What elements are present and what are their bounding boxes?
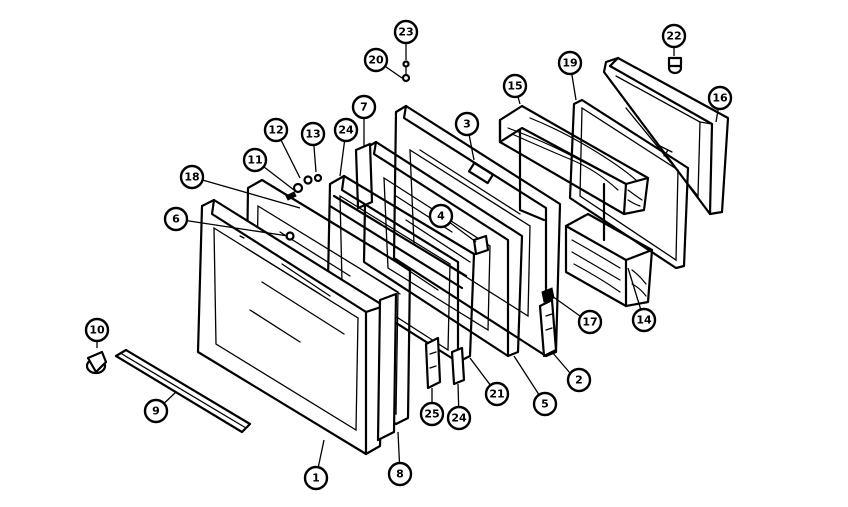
callout-14-label: 14 — [636, 314, 652, 327]
callout-7-label: 7 — [360, 101, 368, 114]
callout-21-label: 21 — [489, 388, 504, 401]
part-1-outer-door — [196, 198, 386, 456]
part-10-end-cap — [85, 350, 108, 375]
callout-23: 23 — [393, 19, 419, 45]
callout-24-lower: 24 — [446, 405, 472, 431]
callout-21: 21 — [484, 381, 510, 407]
callout-13-label: 13 — [305, 128, 320, 141]
part-15-insulation-top — [498, 104, 650, 242]
callout-6-label: 6 — [172, 213, 180, 226]
part-5-inner-panel — [362, 140, 524, 358]
callout-18-label: 18 — [184, 171, 199, 184]
callout-22: 22 — [661, 23, 687, 49]
callout-8: 8 — [387, 461, 413, 487]
callout-20: 20 — [363, 47, 389, 73]
callout-6: 6 — [163, 206, 189, 232]
callout-25-label: 25 — [424, 408, 439, 421]
callout-18: 18 — [179, 164, 205, 190]
callout-17: 17 — [577, 309, 603, 335]
callout-1-label: 1 — [312, 472, 320, 485]
callout-11-label: 11 — [247, 154, 262, 167]
callout-16: 16 — [707, 85, 733, 111]
callout-17-label: 17 — [582, 316, 597, 329]
callout-15: 15 — [502, 73, 528, 99]
callout-25: 25 — [419, 401, 445, 427]
callout-11: 11 — [242, 147, 268, 173]
callout-1: 1 — [303, 465, 329, 491]
callout-15-label: 15 — [507, 80, 522, 93]
callout-12-label: 12 — [268, 124, 283, 137]
callout-19-label: 19 — [562, 57, 577, 70]
callout-19: 19 — [557, 50, 583, 76]
callout-4: 4 — [428, 203, 454, 229]
callout-9: 9 — [143, 398, 169, 424]
screws-11-12-13 — [285, 173, 323, 201]
callout-5-label: 5 — [541, 398, 549, 411]
callout-7: 7 — [351, 94, 377, 120]
callout-14: 14 — [631, 307, 657, 333]
callout-13: 13 — [300, 121, 326, 147]
part-14-insulation-bottom — [564, 212, 654, 308]
callout-3-label: 3 — [463, 118, 471, 131]
part-3-inner-liner — [392, 104, 562, 358]
callout-23-label: 23 — [398, 26, 413, 39]
part-2-hinge — [538, 298, 558, 358]
part-25-lower-bracket — [424, 336, 442, 390]
part-9-handle-bar — [114, 348, 252, 434]
callout-12: 12 — [263, 117, 289, 143]
callout-2-label: 2 — [575, 374, 583, 387]
callout-4-label: 4 — [437, 210, 445, 223]
part-16-rear-frame — [602, 56, 730, 216]
callout-3: 3 — [454, 111, 480, 137]
callout-24-upper-label: 24 — [338, 124, 354, 137]
part-8-side-strip — [376, 292, 398, 442]
callout-5: 5 — [532, 391, 558, 417]
callout-16-label: 16 — [712, 92, 728, 105]
callout-20-label: 20 — [368, 54, 384, 67]
callout-9-label: 9 — [152, 405, 160, 418]
part-7-side-trim — [354, 142, 374, 210]
callout-10: 10 — [84, 317, 110, 343]
part-19-gasket-frame — [568, 98, 690, 270]
callout-24-upper: 24 — [333, 117, 359, 143]
part-4-clip — [472, 234, 490, 256]
callout-2: 2 — [566, 367, 592, 393]
part-22-bumper — [667, 56, 683, 75]
callout-10-label: 10 — [89, 324, 105, 337]
callout-8-label: 8 — [396, 468, 404, 481]
callout-22-label: 22 — [666, 30, 681, 43]
callout-24-lower-label: 24 — [451, 412, 467, 425]
screw-20-23 — [401, 60, 411, 83]
part-24-lower-clip — [450, 346, 466, 386]
